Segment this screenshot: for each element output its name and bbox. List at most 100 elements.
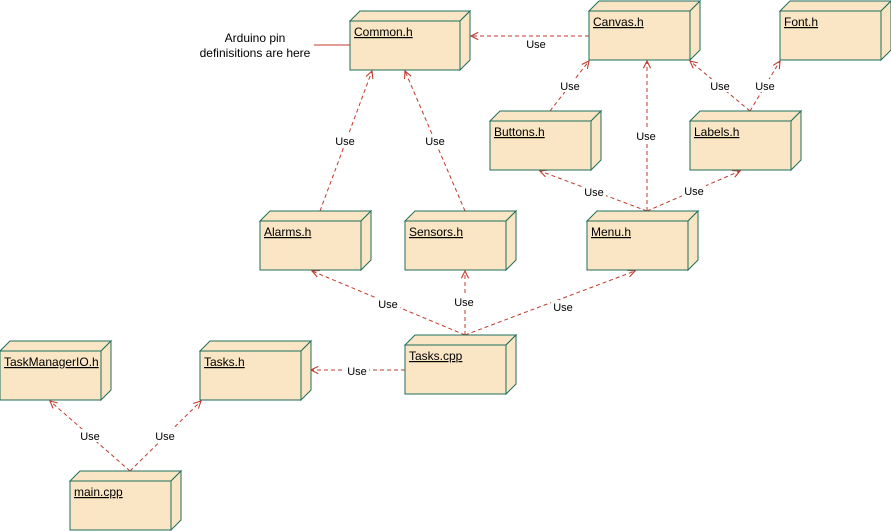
node-sensors[interactable]: Sensors.h (403, 209, 518, 272)
dependency-arrow-main-to-tmio (50, 401, 131, 472)
edge-label-background (423, 134, 447, 147)
node-font[interactable]: Font.h (778, 0, 891, 62)
edge-label-background (345, 364, 369, 377)
node-taskscpp[interactable]: Tasks.cpp (403, 333, 518, 396)
edge-label-labels-to-font: Use (755, 81, 775, 93)
dependency-arrow-taskscpp-to-menu (464, 271, 635, 336)
node-front-face (779, 10, 882, 61)
node-front-face (259, 220, 362, 271)
node-label-buttons: Buttons.h (494, 125, 545, 139)
edge-label-background (452, 295, 476, 308)
edge-label-taskscpp-to-tasksh: Use (347, 366, 367, 378)
edge-label-background (682, 184, 706, 197)
edge-label-taskscpp-to-menu: Use (553, 302, 573, 314)
dependency-arrow-alarms-to-common (319, 71, 372, 212)
dependency-arrow-sensors-to-common (405, 71, 466, 212)
edge-label-menu-to-buttons: Use (584, 187, 604, 199)
node-front-face (0, 350, 102, 401)
node-side-face (360, 209, 372, 272)
node-side-face (590, 109, 602, 172)
node-front-face (349, 20, 461, 71)
node-top-face (348, 10, 472, 22)
node-label-main: main.cpp (74, 485, 123, 499)
node-labels[interactable]: Labels.h (688, 109, 803, 172)
edge-label-canvas-to-common: Use (526, 39, 546, 51)
node-side-face (459, 9, 471, 72)
node-top-face (258, 210, 373, 222)
edge-label-background (634, 129, 658, 142)
edge-label-background (376, 297, 400, 310)
node-side-face (505, 333, 517, 396)
node-front-face (588, 10, 691, 61)
node-side-face (687, 209, 699, 272)
note-line-2: definisitions are here (200, 46, 311, 60)
edge-label-menu-to-labels: Use (684, 186, 704, 198)
edge-label-background (753, 79, 777, 92)
node-side-face (880, 0, 891, 62)
node-side-face (300, 339, 312, 402)
node-front-face (689, 120, 792, 171)
node-top-face (585, 210, 700, 222)
node-label-common: Common.h (354, 25, 413, 39)
edge-label-taskscpp-to-sensors: Use (454, 297, 474, 309)
node-side-face (100, 339, 112, 402)
node-top-face (403, 334, 518, 346)
node-label-canvas: Canvas.h (593, 15, 644, 29)
node-top-face (68, 470, 183, 482)
node-top-face (488, 110, 603, 122)
node-side-face (170, 469, 182, 531)
node-label-labels: Labels.h (694, 125, 739, 139)
edge-label-main-to-tmio: Use (80, 431, 100, 443)
node-main[interactable]: main.cpp (68, 469, 183, 531)
node-alarms[interactable]: Alarms.h (258, 209, 373, 272)
node-front-face (69, 480, 172, 531)
node-label-alarms: Alarms.h (264, 225, 311, 239)
node-front-face (489, 120, 592, 171)
node-tmio[interactable]: TaskManagerIO.h (0, 339, 113, 402)
node-menu[interactable]: Menu.h (585, 209, 700, 272)
node-top-face (587, 0, 702, 12)
node-label-sensors: Sensors.h (409, 225, 463, 239)
node-buttons[interactable]: Buttons.h (488, 109, 603, 172)
edge-label-background (551, 300, 575, 313)
node-label-tmio: TaskManagerIO.h (4, 355, 99, 369)
node-top-face (403, 210, 518, 222)
node-common[interactable]: Common.h (348, 9, 472, 72)
node-label-taskscpp: Tasks.cpp (409, 349, 463, 363)
node-side-face (505, 209, 517, 272)
node-label-menu: Menu.h (591, 225, 631, 239)
edge-label-buttons-to-canvas: Use (560, 81, 580, 93)
node-label-tasksh: Tasks.h (204, 355, 245, 369)
node-top-face (198, 340, 313, 352)
edge-label-labels-to-canvas: Use (710, 81, 730, 93)
annotation-note: Arduino pin definisitions are here (200, 31, 350, 60)
edge-label-taskscpp-to-alarms: Use (378, 299, 398, 311)
edge-label-alarms-to-common: Use (335, 136, 355, 148)
node-front-face (404, 220, 507, 271)
node-front-face (199, 350, 302, 401)
edge-label-background (582, 185, 606, 198)
node-side-face (689, 0, 701, 62)
edge-label-main-to-tasksh: Use (155, 431, 175, 443)
node-top-face (778, 0, 891, 12)
node-side-face (790, 109, 802, 172)
node-top-face (688, 110, 803, 122)
edge-label-background (524, 37, 548, 50)
edge-label-menu-to-canvas: Use (636, 131, 656, 143)
node-top-face (0, 340, 113, 352)
edge-label-background (333, 134, 357, 147)
node-canvas[interactable]: Canvas.h (587, 0, 702, 62)
edge-label-sensors-to-common: Use (425, 136, 445, 148)
dependency-arrow-labels-to-canvas (690, 61, 751, 112)
node-tasksh[interactable]: Tasks.h (198, 339, 313, 402)
node-label-font: Font.h (784, 15, 818, 29)
note-line-1: Arduino pin (225, 31, 286, 45)
edge-label-background (153, 429, 177, 442)
edge-label-background (708, 79, 732, 92)
node-front-face (404, 344, 507, 395)
node-front-face (586, 220, 689, 271)
edge-label-background (558, 79, 582, 92)
